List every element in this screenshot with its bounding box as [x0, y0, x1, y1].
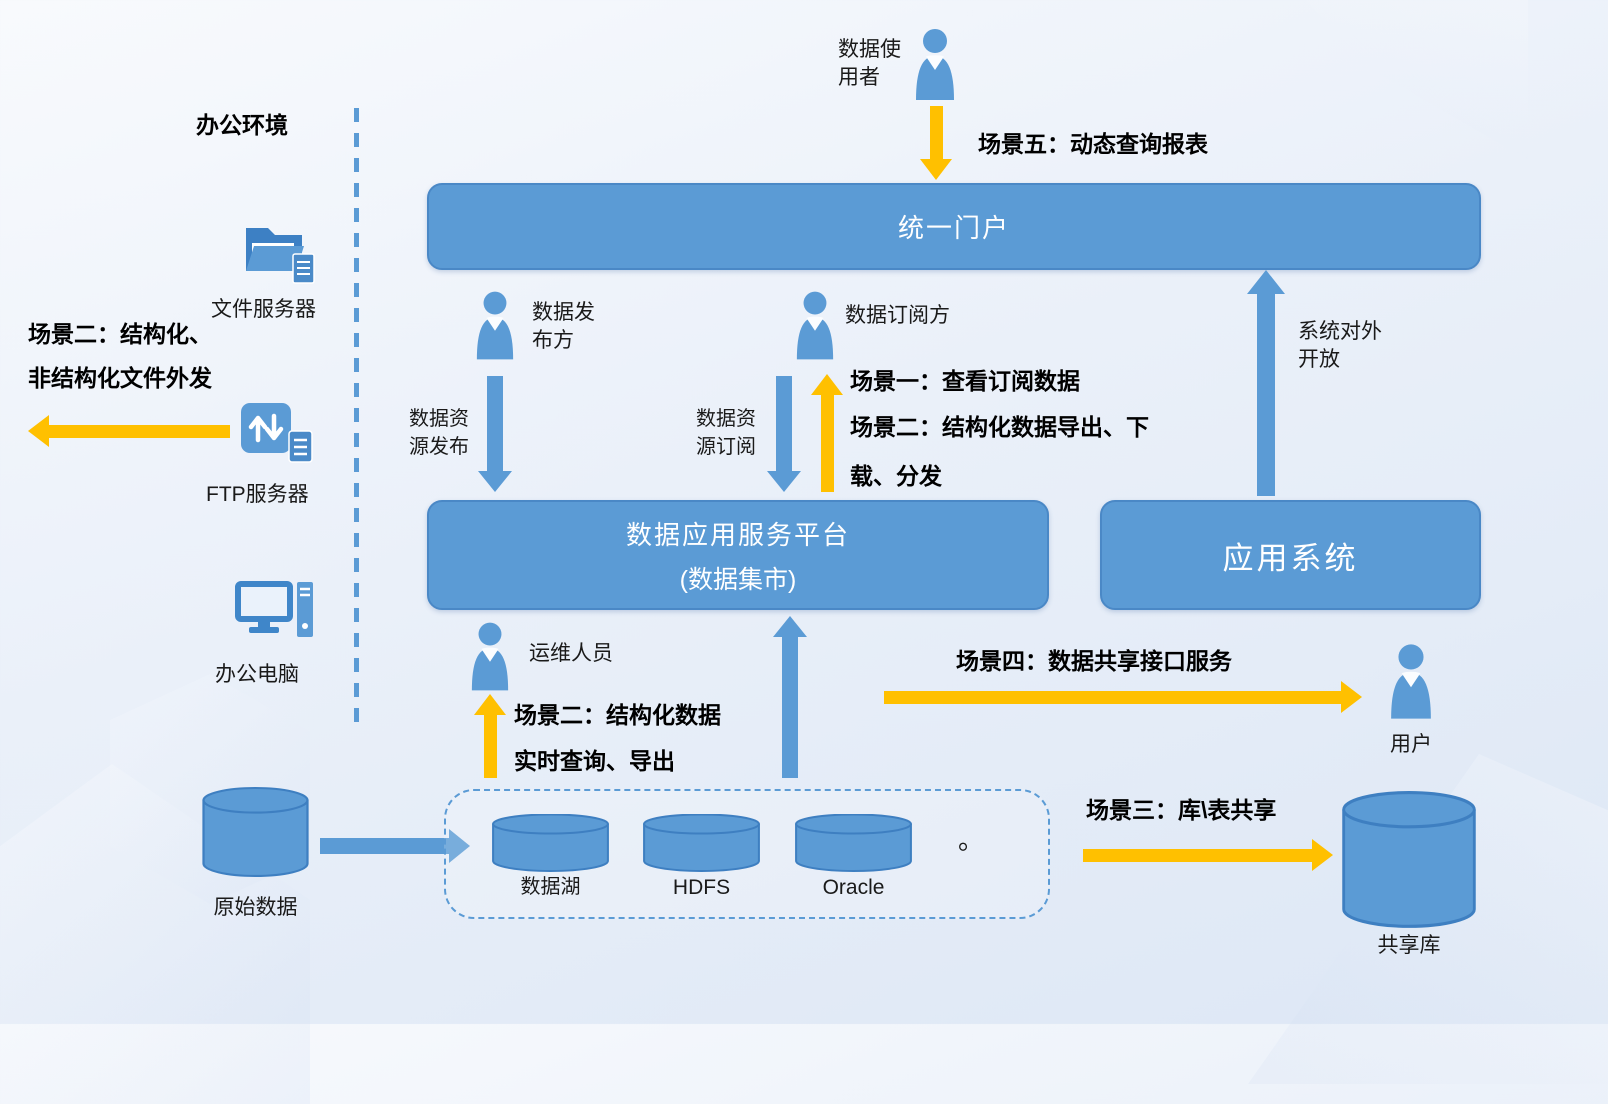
shared-db-label: 共享库: [1377, 934, 1441, 957]
environment-divider: [354, 108, 359, 722]
scenario4-label: 场景四：数据共享接口服务: [956, 648, 1232, 674]
more-storage-dots: 。: [958, 825, 985, 855]
ops-person-label: 运维人员: [529, 642, 613, 665]
unified-portal-label: 统一门户: [897, 213, 1010, 243]
data-user-label-line1: 数据使: [838, 38, 901, 61]
data-user-label-line2: 用者: [838, 66, 880, 89]
app-system-label: 应用系统: [1222, 540, 1359, 576]
data-subscriber-label: 数据订阅方: [845, 304, 950, 327]
scenario3-label: 场景三：库\表共享: [1086, 797, 1277, 823]
file-outbound-arrow: [28, 415, 230, 447]
publish-arrow: [478, 376, 512, 492]
ops-person-icon: [469, 621, 511, 691]
ftp-server-label: FTP服务器: [206, 483, 309, 506]
scenario2-mid-label-line2: 载、分发: [850, 463, 942, 489]
end-user-icon: [1388, 643, 1434, 719]
scenario2-outbound-line1: 场景二：结构化、: [28, 321, 212, 347]
office-pc-icon: [234, 578, 316, 642]
data-platform-label-line2: (数据集市): [679, 565, 797, 594]
raw-to-storage-arrow: [320, 829, 470, 863]
oracle-label: Oracle: [822, 876, 885, 899]
scenario5-arrow: [919, 106, 953, 180]
app-system-box: 应用系统: [1100, 500, 1481, 610]
data-publisher-label-line2: 布方: [532, 329, 574, 352]
data-publisher-icon: [474, 290, 516, 360]
unified-portal-box: 统一门户: [427, 183, 1481, 270]
raw-data-cylinder: [199, 787, 312, 879]
data-publisher-label-line1: 数据发: [532, 301, 595, 324]
publish-arrow-label-line1: 数据资: [409, 408, 469, 430]
ops-scenario-arrow: [474, 694, 506, 778]
publish-arrow-label-line2: 源发布: [409, 436, 469, 458]
raw-data-label: 原始数据: [213, 896, 298, 919]
system-open-arrow: [1247, 270, 1285, 496]
subscribe-return-arrow: [811, 374, 843, 492]
background-shape: [1268, 0, 1528, 160]
ftp-server-icon: [238, 400, 316, 466]
file-server-icon: [238, 214, 318, 286]
office-environment-title: 办公环境: [196, 112, 288, 138]
hdfs-cylinder: [640, 814, 763, 872]
shared-db-cylinder: [1338, 791, 1480, 931]
data-subscriber-icon: [794, 290, 836, 360]
file-server-label: 文件服务器: [211, 298, 316, 321]
data-lake-label: 数据湖: [520, 876, 581, 898]
scenario2-outbound-line2: 非结构化文件外发: [28, 365, 212, 391]
storage-to-platform-arrow: [773, 616, 807, 778]
scenario1-label: 场景一：查看订阅数据: [850, 368, 1080, 394]
data-lake-cylinder: [489, 814, 612, 872]
system-open-label-line2: 开放: [1298, 348, 1340, 371]
data-platform-box: 数据应用服务平台 (数据集市): [427, 500, 1049, 610]
office-pc-label: 办公电脑: [215, 663, 299, 686]
scenario5-label: 场景五：动态查询报表: [978, 131, 1208, 157]
scenario2-bottom-label-line1: 场景二：结构化数据: [514, 702, 721, 728]
data-platform-label-line1: 数据应用服务平台: [625, 519, 850, 550]
hdfs-label: HDFS: [672, 876, 731, 899]
scenario3-arrow: [1083, 839, 1333, 871]
scenario4-arrow: [884, 681, 1362, 713]
oracle-cylinder: [792, 814, 915, 872]
scenario2-bottom-label-line2: 实时查询、导出: [514, 748, 675, 774]
scenario2-mid-label-line1: 场景二：结构化数据导出、下: [850, 414, 1149, 440]
end-user-label: 用户: [1390, 733, 1432, 756]
system-open-label-line1: 系统对外: [1298, 320, 1382, 343]
subscribe-arrow-label-line2: 源订阅: [696, 436, 756, 458]
subscribe-arrow: [767, 376, 801, 492]
data-user-icon: [913, 28, 957, 100]
subscribe-arrow-label-line1: 数据资: [696, 408, 756, 430]
